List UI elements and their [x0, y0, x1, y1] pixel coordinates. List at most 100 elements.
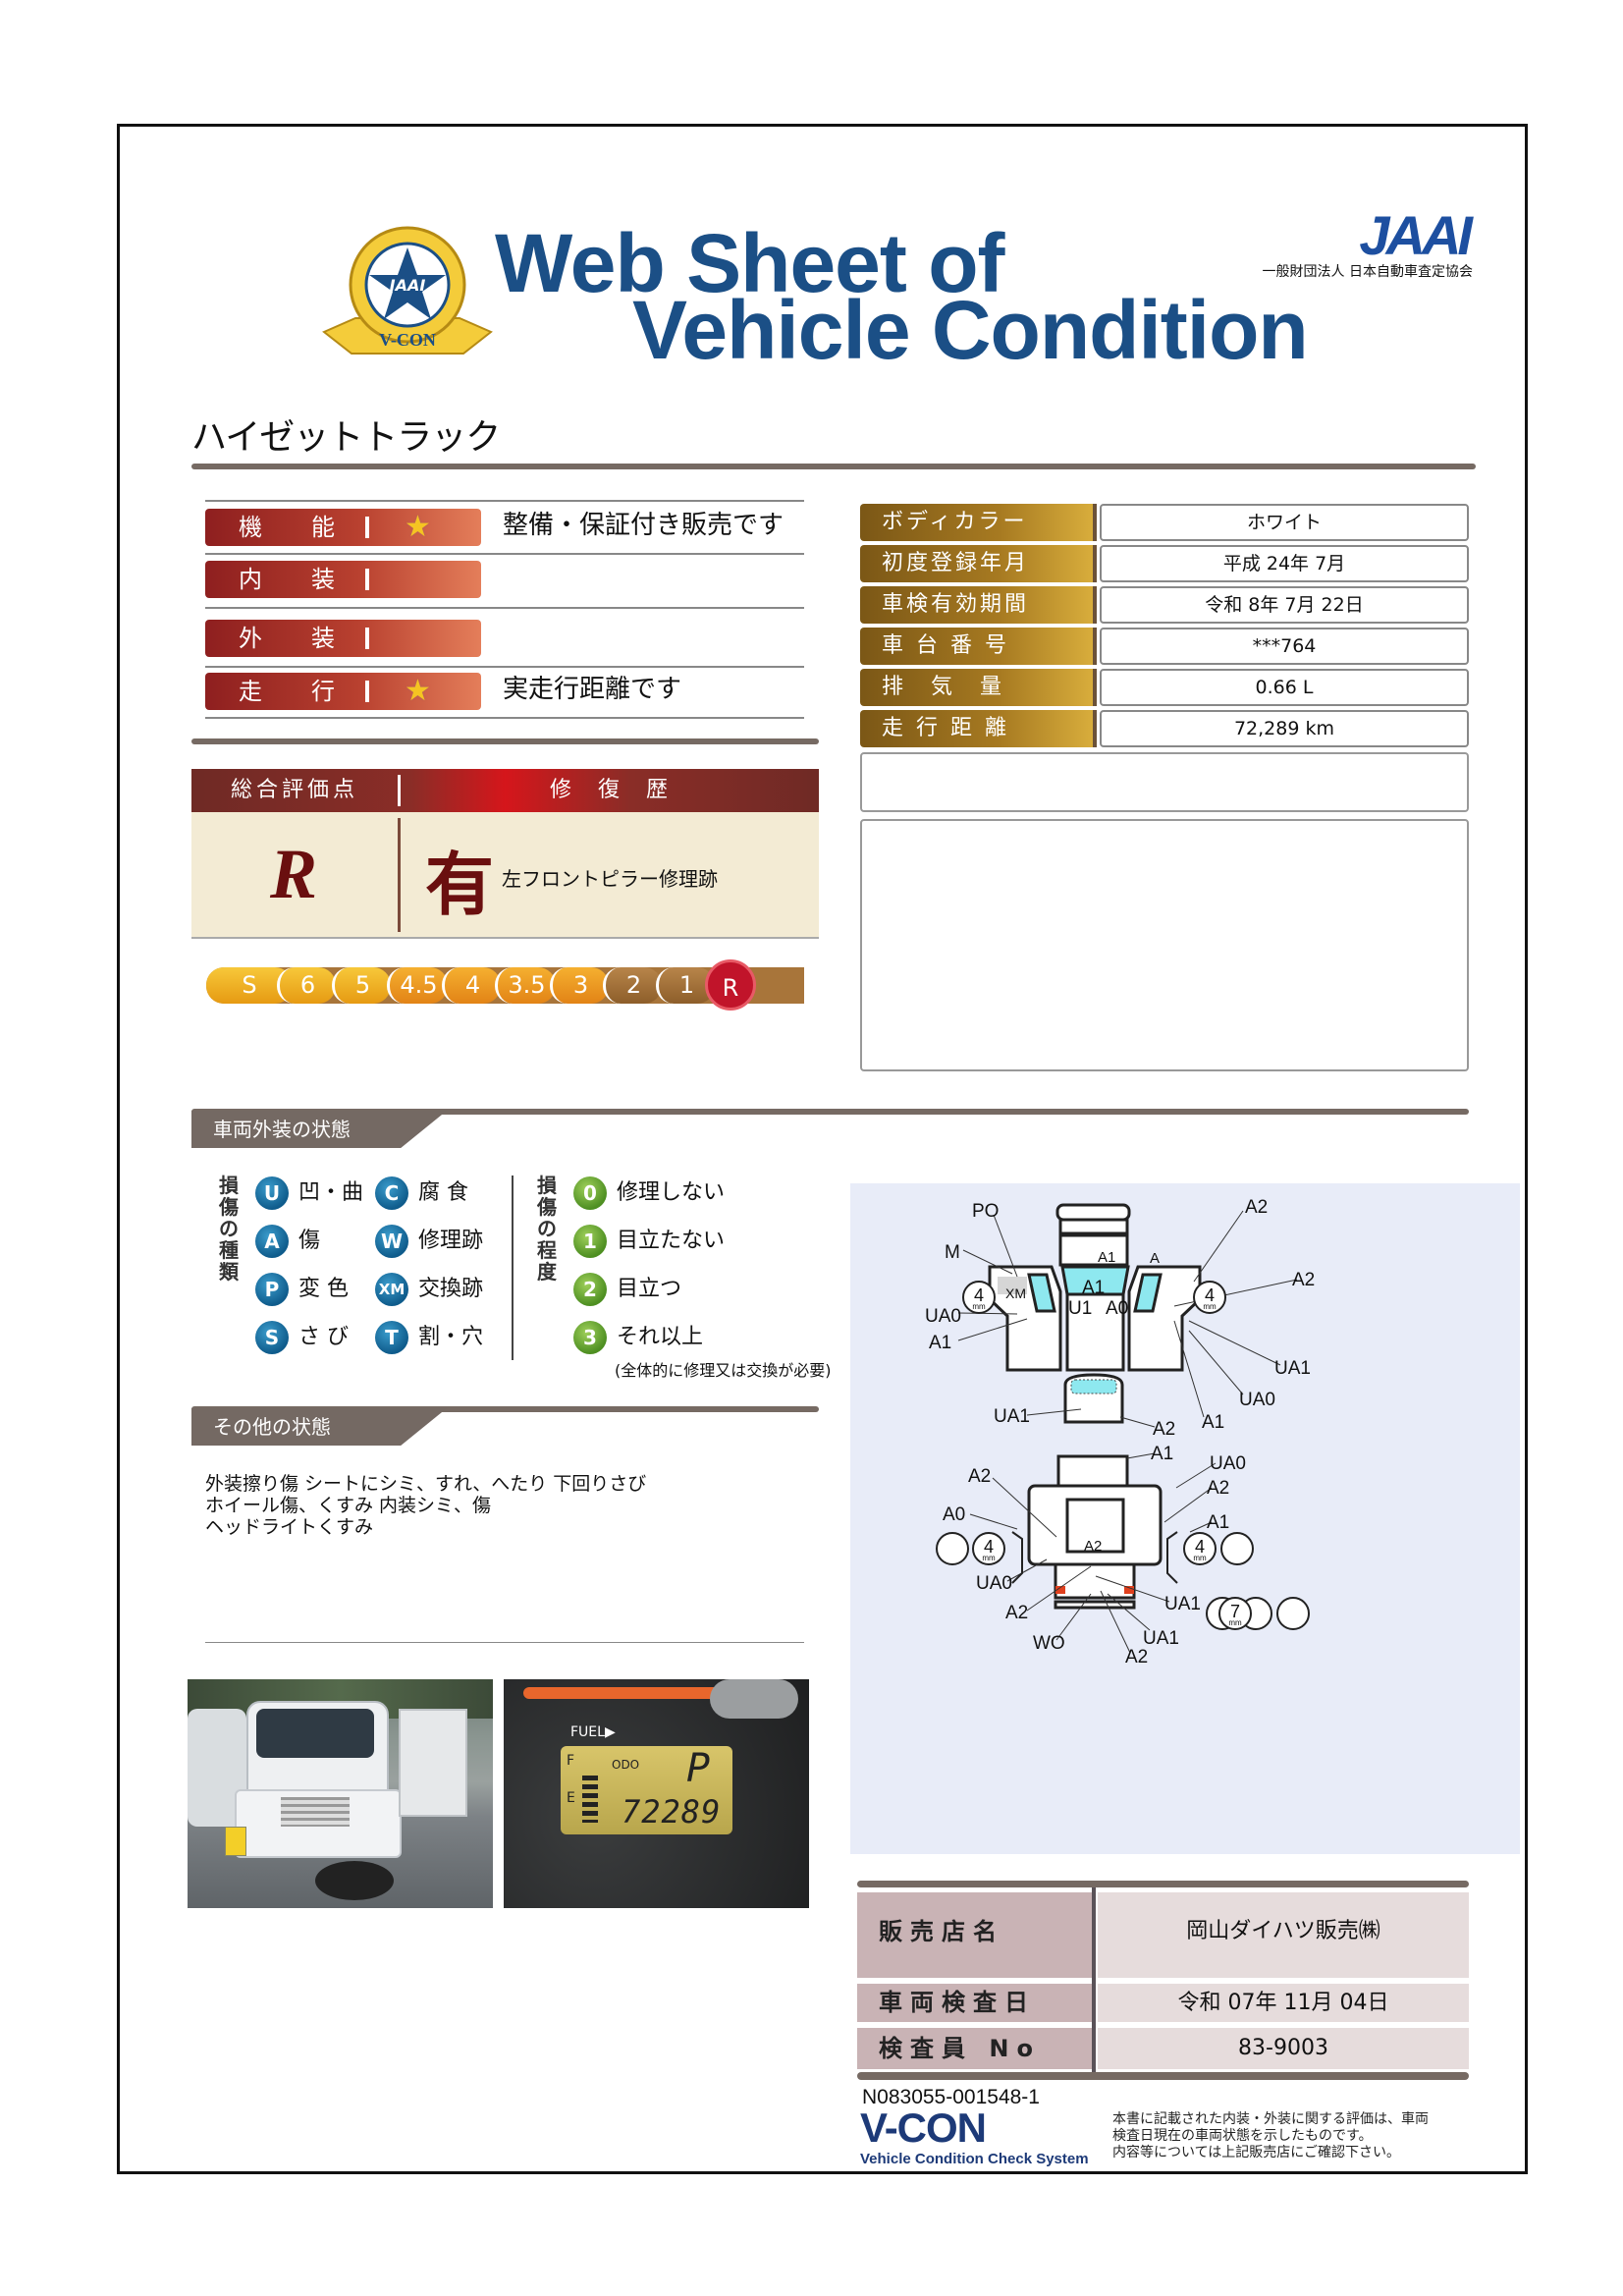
- code-S: S: [255, 1321, 289, 1354]
- damage-label: A1: [1207, 1512, 1229, 1533]
- hood: [1058, 1233, 1129, 1267]
- sheet-frame: [117, 124, 1528, 2174]
- grade-5: 5: [332, 967, 391, 1004]
- rating-interior: 内装: [205, 561, 481, 598]
- damage-label: UA1: [1274, 1358, 1311, 1379]
- damage-label: U1: [1068, 1298, 1092, 1319]
- jaai-logo: JAAI: [1359, 204, 1473, 266]
- spec-label: ボディカラー: [860, 504, 1097, 541]
- damage-label: A0: [1106, 1298, 1128, 1319]
- rating-mileage: 走行★: [205, 673, 481, 710]
- damage-label: WO: [1033, 1633, 1065, 1654]
- empty-box: [860, 819, 1469, 1071]
- damage-label: A2: [1292, 1270, 1315, 1290]
- divider-bar: [191, 738, 819, 744]
- grade-scale: S 6 5 4.5 4 3.5 3 2 1 R: [206, 959, 804, 1011]
- roof: [1065, 1292, 1125, 1372]
- code-XM: XM: [375, 1273, 408, 1306]
- tread-depth: 7: [1230, 1602, 1240, 1621]
- tailgate: [1054, 1562, 1136, 1600]
- legend-label: 傷: [298, 1229, 321, 1253]
- dealer-label: 販売店名: [857, 1892, 1094, 1978]
- damage-label: A1: [1098, 1249, 1115, 1266]
- grade-R-selected: R: [705, 959, 756, 1011]
- spec-first-registration: 平成 24年 7月: [1100, 545, 1469, 582]
- damage-diagram: 4 mm 4 mm 4 mm 4 mm 7 mm PO M A2 A1 A A1…: [850, 1183, 1520, 1854]
- vehicle-photo-odometer[interactable]: FUEL▶ F E ODO P 72289: [504, 1679, 809, 1908]
- spec-inspection-expiry: 令和 8年 7月 22日: [1100, 586, 1469, 624]
- dealer-bottom-bar: [857, 2072, 1469, 2080]
- tread-unit: mm: [972, 1302, 986, 1311]
- inspection-date-label: 車両検査日: [857, 1984, 1094, 2022]
- spec-label: 車検有効期間: [860, 586, 1097, 624]
- sheet-number: N083055-001548-1: [862, 2086, 1040, 2108]
- legend-label: 交換跡: [418, 1277, 484, 1301]
- grade-3-5: 3.5: [495, 967, 556, 1004]
- legend-label: さ び: [298, 1325, 349, 1349]
- disclaimer-line: 本書に記載された内装・外装に関する評価は、車両: [1112, 2111, 1429, 2127]
- rating-exterior: 外装: [205, 620, 481, 657]
- section-bar: [191, 1406, 819, 1412]
- tread-unit: mm: [1193, 1554, 1207, 1562]
- code-U: U: [255, 1176, 289, 1210]
- rating-function-text: 整備・保証付き販売です: [503, 511, 784, 540]
- other-line: ホイール傷、くすみ 内装シミ、傷: [205, 1495, 492, 1516]
- legend-label: それ以上: [617, 1325, 704, 1349]
- spec-chassis-number: ***764: [1100, 628, 1469, 665]
- damage-label: A1: [1151, 1444, 1173, 1464]
- spec-body-color: ホワイト: [1100, 504, 1469, 541]
- dealer-divider: [1092, 1887, 1096, 2072]
- inspector-no: 83-9003: [1098, 2028, 1469, 2069]
- section-bar: [191, 1109, 1469, 1115]
- star-icon: ★: [405, 674, 431, 708]
- damage-label: XM: [1005, 1285, 1026, 1301]
- damage-label: M: [945, 1242, 960, 1263]
- grade-4-5: 4.5: [387, 967, 448, 1004]
- inspection-date: 令和 07年 11月 04日: [1098, 1984, 1469, 2022]
- vcon-brand: V-CON: [860, 2105, 987, 2151]
- odo-label: ODO: [612, 1758, 640, 1772]
- disclaimer: 本書に記載された内装・外装に関する評価は、車両 検査日現在の車両状態を示したもの…: [1112, 2111, 1429, 2161]
- odometer-value: 72289: [622, 1793, 722, 1831]
- inspector-label: 検査員 No: [857, 2028, 1094, 2069]
- damage-label: PO: [972, 1201, 999, 1222]
- grade-3: 3: [550, 967, 609, 1004]
- car-name: ハイゼットトラック: [191, 417, 501, 458]
- code-T: T: [375, 1321, 408, 1354]
- grade-6: 6: [277, 967, 336, 1004]
- damage-label: UA1: [1164, 1594, 1201, 1614]
- grade-2: 2: [603, 967, 662, 1004]
- vcon-subtitle: Vehicle Condition Check System: [860, 2151, 1089, 2167]
- rear-cab: [1056, 1454, 1129, 1488]
- legend-label: 凹・曲: [298, 1180, 364, 1205]
- title-divider: [191, 464, 1476, 469]
- svg-text:JAAI: JAAI: [387, 276, 426, 295]
- damage-label: A2: [1125, 1647, 1148, 1667]
- damage-label: A2: [1153, 1419, 1175, 1440]
- rating-function: 機能★: [205, 509, 481, 546]
- legend-label: 目立たない: [617, 1229, 726, 1253]
- overall-score: R: [270, 835, 318, 913]
- divider: [205, 607, 804, 609]
- legend-label: 修理跡: [418, 1229, 484, 1253]
- tread-unit: mm: [1228, 1618, 1242, 1627]
- damage-type-heading: 損傷の種類: [219, 1174, 239, 1284]
- degree-3: 3: [573, 1321, 607, 1354]
- damage-degree-heading: 損傷の程度: [537, 1174, 557, 1284]
- vehicle-photo-exterior[interactable]: [188, 1679, 493, 1908]
- legend-label: 腐 食: [418, 1180, 468, 1205]
- title-line-2: Vehicle Condition: [632, 284, 1309, 376]
- grade-4: 4: [442, 967, 501, 1004]
- repair-note: 左フロントピラー修理跡: [502, 867, 718, 891]
- damage-label: A1: [1082, 1278, 1105, 1298]
- section-title-exterior: 車両外装の状態: [191, 1111, 447, 1148]
- damage-label: A1: [929, 1333, 951, 1353]
- legend-label: 目立つ: [617, 1277, 682, 1301]
- spec-label: 車 台 番 号: [860, 628, 1097, 665]
- degree-0: 0: [573, 1176, 607, 1210]
- tread-unit: mm: [1203, 1302, 1217, 1311]
- damage-label: A2: [1084, 1538, 1102, 1555]
- code-A: A: [255, 1225, 289, 1258]
- code-P: P: [255, 1273, 289, 1306]
- code-C: C: [375, 1176, 408, 1210]
